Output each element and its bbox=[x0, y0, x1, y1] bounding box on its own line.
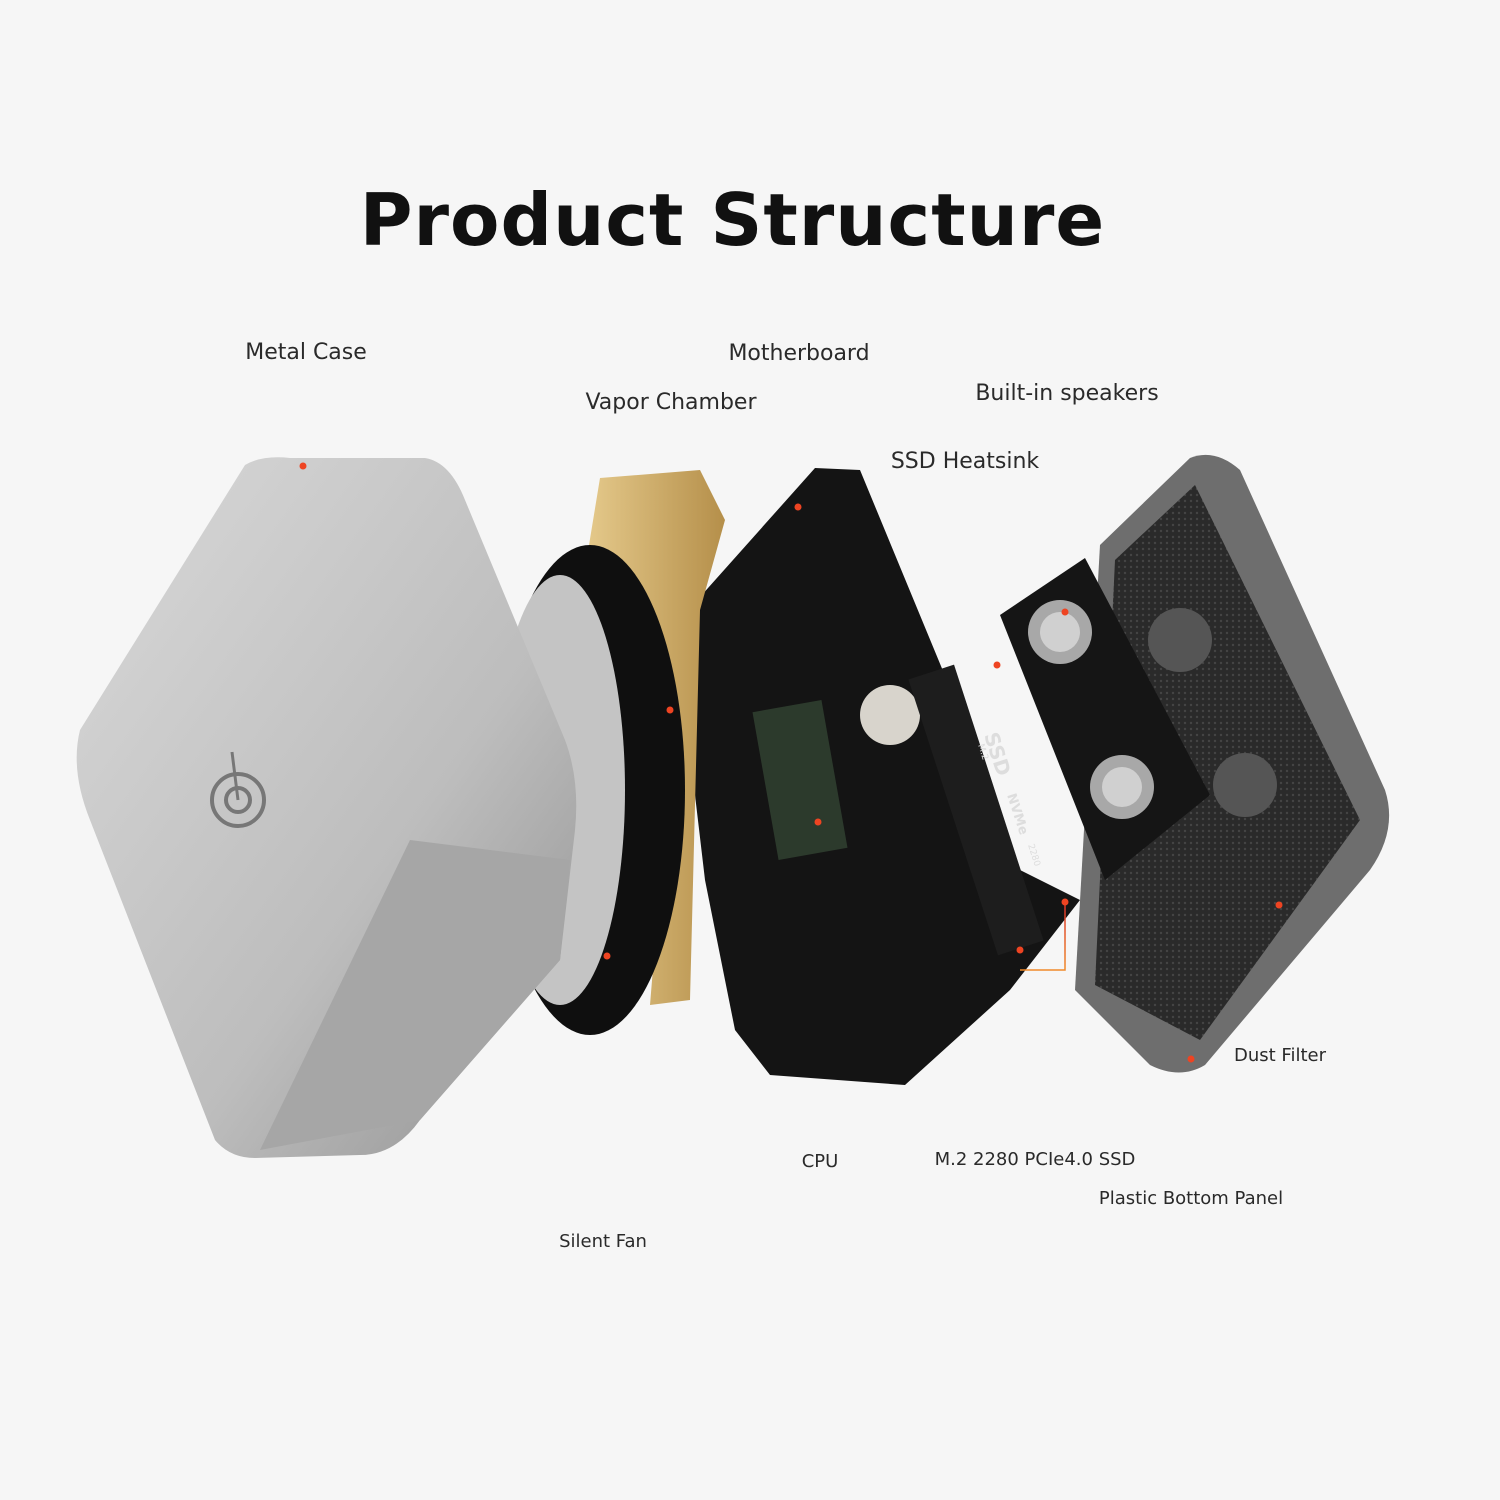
label-cpu: CPU bbox=[801, 1151, 839, 1172]
motherboard: M.2 SSD NVMe 2280 bbox=[675, 468, 1080, 1085]
label-motherboard: Motherboard bbox=[728, 341, 870, 366]
svg-text:M.2: M.2 bbox=[975, 743, 990, 762]
brand-logo bbox=[210, 751, 266, 828]
svg-text:2280: 2280 bbox=[1025, 843, 1042, 868]
leader-ssd-branch bbox=[1020, 902, 1066, 971]
metal-case bbox=[76, 457, 577, 1158]
label-vapor-chamber: Vapor Chamber bbox=[585, 390, 757, 415]
speaker-box bbox=[1000, 558, 1210, 880]
label-built-in-speakers: Built-in speakers bbox=[975, 381, 1159, 406]
leader-lines bbox=[302, 380, 1280, 1215]
label-plastic-bottom-panel: Plastic Bottom Panel bbox=[1098, 1188, 1284, 1209]
label-ssd-heatsink: SSD Heatsink bbox=[890, 449, 1040, 474]
plastic-bottom-panel bbox=[1075, 454, 1390, 1073]
page-title: Product Structure bbox=[359, 178, 1106, 262]
label-metal-case: Metal Case bbox=[245, 340, 367, 365]
label-dust-filter: Dust Filter bbox=[1233, 1045, 1327, 1066]
leader-dots bbox=[299, 462, 1283, 1063]
cpu-chip bbox=[752, 700, 848, 860]
label-m2-ssd: M.2 2280 PCIe4.0 SSD bbox=[934, 1149, 1136, 1170]
label-silent-fan: Silent Fan bbox=[559, 1231, 647, 1252]
